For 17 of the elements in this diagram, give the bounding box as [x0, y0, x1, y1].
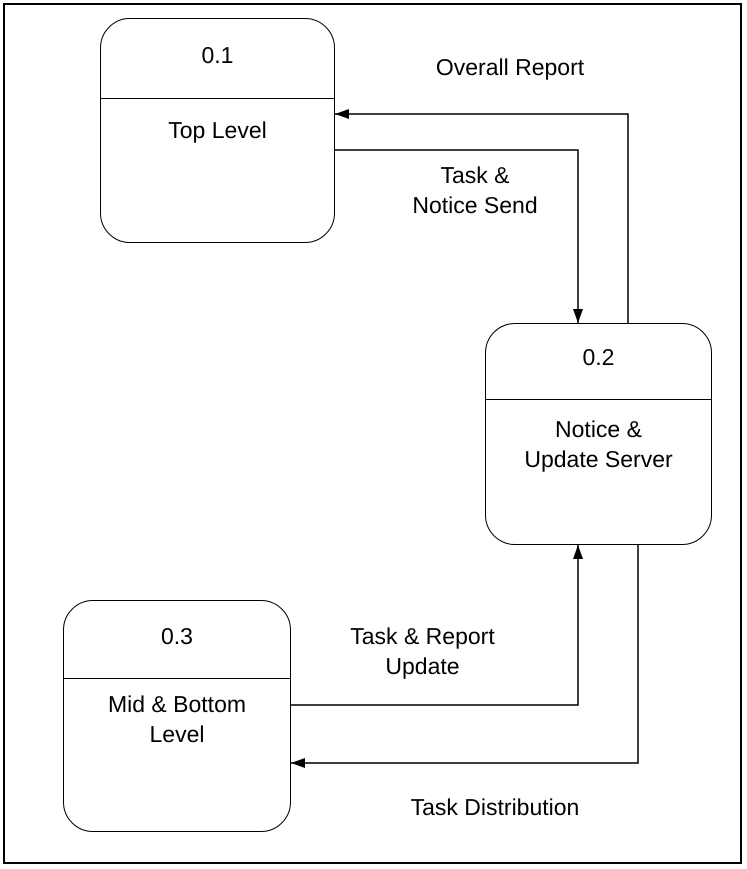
- arrow: [291, 545, 583, 706]
- process-number: 0.1: [200, 42, 234, 69]
- process-box: [100, 18, 335, 243]
- process-box: [63, 600, 291, 832]
- process-box: [485, 323, 712, 545]
- process-name: Notice & Update Server: [523, 415, 674, 474]
- edge-label: Overall Report: [434, 53, 586, 82]
- edge-label: Task & Report Update: [349, 622, 496, 681]
- edge-label: Task & Notice Send: [411, 161, 539, 220]
- process-number: 0.3: [160, 623, 194, 650]
- process-number: 0.2: [582, 344, 616, 371]
- edge-label: Task Distribution: [410, 793, 580, 822]
- arrow: [335, 149, 583, 323]
- arrow: [335, 109, 629, 323]
- process-name: Top Level: [167, 116, 268, 145]
- arrow: [291, 545, 639, 768]
- process-name: Mid & Bottom Level: [106, 690, 248, 749]
